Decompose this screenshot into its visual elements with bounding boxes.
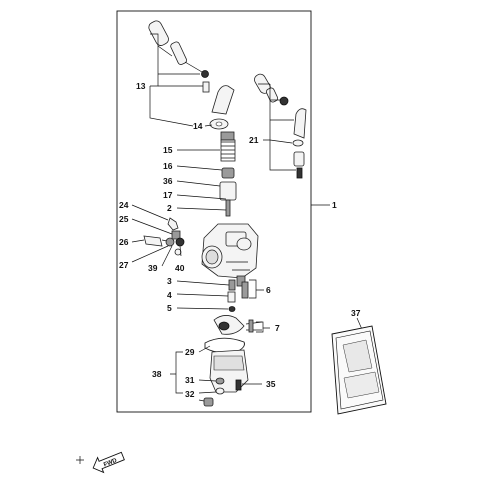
throttle-valve-stack xyxy=(219,131,237,217)
callout-24: 24 xyxy=(119,200,129,210)
callout-17: 17 xyxy=(163,190,173,200)
side-screw-parts xyxy=(143,217,185,256)
callout-1: 1 xyxy=(332,200,337,210)
cable-adjuster-assembly xyxy=(148,20,235,130)
callout-labels: 13 14 21 15 16 36 17 2 24 25 26 27 39 40… xyxy=(119,81,361,399)
callout-15: 15 xyxy=(163,145,173,155)
callout-21: 21 xyxy=(249,135,259,145)
callout-32: 32 xyxy=(185,389,195,399)
callout-7: 7 xyxy=(275,323,280,333)
callout-5: 5 xyxy=(167,303,172,313)
reference-mark-icon xyxy=(76,456,84,464)
callout-26: 26 xyxy=(119,237,129,247)
callout-6: 6 xyxy=(266,285,271,295)
callout-39: 39 xyxy=(148,263,158,273)
callout-25: 25 xyxy=(119,214,129,224)
callout-40: 40 xyxy=(175,263,185,273)
throttle-cable-assembly xyxy=(254,73,307,179)
carburetor-body xyxy=(201,223,259,287)
float-chamber xyxy=(203,337,249,407)
callout-16: 16 xyxy=(163,161,173,171)
forward-arrow-badge: FWD xyxy=(92,451,125,474)
callout-4: 4 xyxy=(167,290,172,300)
float xyxy=(213,315,263,335)
jet-parts xyxy=(227,279,249,312)
leader-lines xyxy=(131,33,365,402)
callout-35: 35 xyxy=(266,379,276,389)
forward-badge-label: FWD xyxy=(103,458,119,469)
callout-38: 38 xyxy=(152,369,162,379)
callout-31: 31 xyxy=(185,375,195,385)
assembly-frame xyxy=(116,10,312,413)
callout-2: 2 xyxy=(167,203,172,213)
callout-36: 36 xyxy=(163,176,173,186)
callout-37: 37 xyxy=(351,308,361,318)
callout-27: 27 xyxy=(119,260,129,270)
callout-29: 29 xyxy=(185,347,195,357)
callout-14: 14 xyxy=(193,121,203,131)
callout-13: 13 xyxy=(136,81,146,91)
callout-3: 3 xyxy=(167,276,172,286)
gasket-sheet xyxy=(331,325,387,415)
